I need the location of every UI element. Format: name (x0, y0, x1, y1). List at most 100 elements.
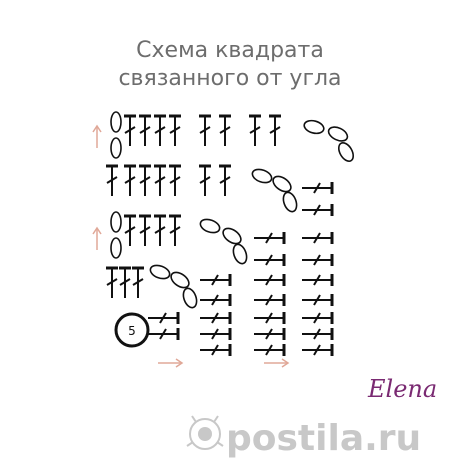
postila-logo-icon (186, 415, 224, 450)
start-circle (114, 312, 150, 348)
double-crochet-horizontal (254, 312, 286, 324)
stitch-cross (249, 126, 261, 134)
stitch-cross (124, 126, 136, 134)
stitch-cross (211, 274, 219, 286)
stitch-cross (169, 176, 181, 184)
double-crochet-horizontal (254, 274, 286, 286)
double-crochet-vertical (154, 214, 166, 246)
stitch-cross (219, 176, 231, 184)
stitch-cross (154, 176, 166, 184)
author-logo-text: Elena (368, 375, 438, 403)
double-crochet-horizontal (200, 312, 232, 324)
double-crochet-horizontal (302, 204, 334, 216)
chain-stitch (182, 287, 198, 309)
double-crochet-vertical (199, 114, 211, 146)
stitch-cross (211, 294, 219, 306)
double-crochet-horizontal (302, 182, 334, 194)
diagram-title-line-1: Схема квадрата (136, 38, 324, 63)
double-crochet-vertical (154, 164, 166, 196)
stitch-cross (313, 204, 321, 216)
double-crochet-horizontal (148, 328, 180, 340)
double-crochet-vertical (106, 164, 118, 196)
stitch-cross (265, 294, 273, 306)
postila-watermark: postila.ru (186, 415, 421, 459)
chain-stitch (110, 211, 122, 233)
stitch-cross (159, 328, 167, 340)
stitch-cross (265, 344, 273, 356)
chain-stitch (232, 243, 248, 265)
stitch-cross (139, 226, 151, 234)
arrow-head (281, 358, 290, 368)
stitch-cross (199, 126, 211, 134)
double-crochet-vertical (139, 214, 151, 246)
chain-stitch (149, 264, 171, 280)
stitch-cross (169, 126, 181, 134)
stitch-cross (132, 278, 144, 286)
direction-arrows (92, 124, 290, 368)
chain-stitch (327, 126, 349, 142)
arrow-up-icon (92, 226, 102, 250)
chain-stitch (337, 142, 355, 162)
start-marker: 5 (114, 312, 150, 348)
stitch-cross (313, 328, 321, 340)
double-crochet-vertical (124, 214, 136, 246)
double-crochet-vertical (132, 266, 144, 298)
stitch-cross (211, 312, 219, 324)
double-crochet-horizontal (254, 232, 286, 244)
chain-stitch (303, 119, 325, 135)
diagram-title-line-2: связанного от угла (118, 66, 342, 91)
stitch-cross (269, 126, 281, 134)
double-crochet-horizontal (200, 274, 232, 286)
arrow-right-icon (264, 358, 290, 368)
double-crochet-horizontal (302, 232, 334, 244)
double-crochet-horizontal (254, 344, 286, 356)
double-crochet-vertical (139, 114, 151, 146)
double-crochet-vertical (124, 164, 136, 196)
arrow-up-icon (92, 124, 102, 148)
double-crochet-vertical (169, 114, 181, 146)
start-number: 5 (128, 324, 136, 338)
double-crochet-vertical (169, 214, 181, 246)
chain-stitch (110, 237, 122, 259)
double-crochet-vertical (219, 164, 231, 196)
chain-stitch (272, 175, 292, 193)
arrow-head (92, 226, 102, 235)
stitch-cross (265, 312, 273, 324)
stitch-cross (265, 328, 273, 340)
double-crochet-vertical (249, 114, 261, 146)
stitch-cross (313, 294, 321, 306)
double-crochet-horizontal (302, 328, 334, 340)
double-crochet-vertical (139, 164, 151, 196)
stitch-cross (265, 232, 273, 244)
double-crochet-vertical (119, 266, 131, 298)
arrow-head (92, 124, 102, 133)
double-crochet-horizontal (302, 344, 334, 356)
double-crochet-vertical (199, 164, 211, 196)
stitch-cross (265, 254, 273, 266)
chain-stitch (110, 111, 122, 133)
double-crochet-horizontal (302, 312, 334, 324)
stitch-cross (313, 232, 321, 244)
double-crochet-horizontal (200, 294, 232, 306)
stitch-cross (159, 312, 167, 324)
double-crochet-vertical (169, 164, 181, 196)
double-crochet-vertical (106, 266, 118, 298)
double-crochet-horizontal (254, 254, 286, 266)
stitch-cross (313, 254, 321, 266)
arrow-right-icon (158, 358, 184, 368)
stitch-cross (219, 126, 231, 134)
stitch-cross (106, 278, 118, 286)
double-crochet-horizontal (254, 328, 286, 340)
chain-stitch (170, 271, 190, 289)
arrow-head (175, 358, 184, 368)
double-crochet-horizontal (254, 294, 286, 306)
double-crochet-vertical (269, 114, 281, 146)
double-crochet-vertical (154, 114, 166, 146)
double-crochet-horizontal (302, 294, 334, 306)
chain-stitch (251, 168, 273, 184)
chain-stitch (110, 137, 122, 159)
stitch-cross (313, 274, 321, 286)
chain-stitch (282, 191, 298, 213)
double-crochet-vertical (124, 114, 136, 146)
